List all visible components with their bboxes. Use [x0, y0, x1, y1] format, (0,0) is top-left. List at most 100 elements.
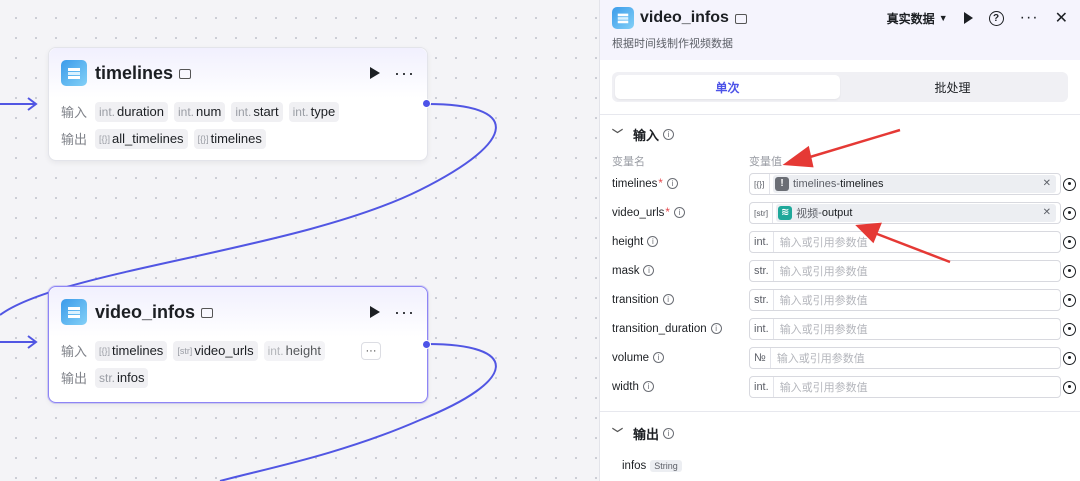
param-input[interactable]: 输入或引用参数值: [779, 381, 868, 394]
info-icon: i: [642, 381, 654, 392]
param-name: video_urls: [612, 206, 665, 219]
plugin-icon: [61, 60, 87, 86]
reference-chip[interactable]: ≋ 视频 - output ✕: [776, 203, 1056, 222]
output-chip: [{}]timelines: [193, 128, 266, 149]
variable-picker-icon[interactable]: [1063, 380, 1076, 394]
real-data-dropdown[interactable]: 真实数据▼: [886, 11, 948, 26]
variable-picker-icon[interactable]: [1063, 322, 1076, 336]
output-name: infos: [622, 460, 647, 472]
param-value-field[interactable]: int. 输入或引用参数值: [749, 317, 1076, 340]
variable-picker-icon[interactable]: [1063, 351, 1076, 365]
input-chip: int.height: [263, 340, 326, 361]
wire-timelines-out: [0, 103, 497, 316]
param-value-field[interactable]: [str] ≋ 视频 - output ✕: [749, 201, 1076, 224]
variable-picker-icon[interactable]: [1063, 293, 1076, 307]
param-input[interactable]: 输入或引用参数值: [779, 265, 868, 278]
variable-picker-icon[interactable]: [1063, 235, 1076, 249]
input-chip: int.num: [174, 101, 226, 122]
info-icon: i: [663, 128, 675, 140]
output-port[interactable]: [422, 340, 431, 349]
param-value-field[interactable]: int. 输入或引用参数值: [749, 230, 1076, 253]
tag-icon: [179, 69, 192, 79]
info-icon: i: [653, 352, 665, 363]
param-value-field[interactable]: int. 输入或引用参数值: [749, 375, 1076, 398]
info-icon: i: [673, 207, 685, 218]
type-badge: [{}]: [750, 173, 770, 194]
more-icon[interactable]: ···: [394, 63, 415, 83]
param-input[interactable]: 输入或引用参数值: [776, 352, 865, 365]
param-value-field[interactable]: [{}] ! timelines - timelines ✕: [749, 172, 1076, 195]
info-icon: i: [666, 178, 678, 189]
connection-wires: [0, 97, 497, 481]
chevron-down-icon: ▼: [938, 13, 948, 23]
output-section-header[interactable]: ﹀ 输出 i: [612, 412, 1068, 454]
input-section: ﹀ 输入 i 变量名 变量值 timelines*i [{}] ! timeli…: [600, 115, 1080, 411]
input-chip: int.start: [231, 101, 283, 122]
variable-picker-icon[interactable]: [1063, 264, 1076, 278]
node-inputs-row: 输入 int.duration int.num int.start int.ty…: [49, 98, 427, 125]
run-icon[interactable]: [963, 12, 973, 24]
tab-batch[interactable]: 批处理: [934, 80, 971, 95]
output-chip: str.infos: [95, 367, 149, 388]
more-icon[interactable]: ···: [1019, 9, 1039, 26]
type-badge: int.: [750, 231, 774, 252]
output-item: infos String: [600, 454, 1080, 481]
param-row-video-urls: video_urls*i [str] ≋ 视频 - output ✕: [612, 198, 1076, 227]
tab-single[interactable]: 单次: [615, 75, 840, 99]
param-name: mask: [612, 264, 640, 277]
help-icon[interactable]: ?: [988, 10, 1004, 26]
tag-icon: [734, 14, 747, 24]
layers-icon: ≋: [778, 205, 793, 220]
panel-title: video_infos: [640, 9, 729, 26]
node-title: timelines: [95, 62, 174, 83]
node-video-infos[interactable]: video_infos ··· 输入 [{}]timelines [str]vi…: [48, 286, 428, 403]
required-mark: *: [665, 206, 670, 219]
run-node-icon[interactable]: [370, 306, 381, 318]
info-icon: i: [663, 427, 675, 439]
node-timelines[interactable]: timelines ··· 输入 int.duration int.num in…: [48, 47, 428, 161]
param-input[interactable]: 输入或引用参数值: [779, 323, 868, 336]
param-value-field[interactable]: str. 输入或引用参数值: [749, 288, 1076, 311]
param-name: width: [612, 380, 639, 393]
plugin-icon: [61, 299, 87, 325]
close-icon[interactable]: ✕: [1054, 10, 1068, 27]
output-section: ﹀ 输出 i: [600, 412, 1080, 454]
info-icon: i: [662, 294, 674, 305]
column-headers: 变量名 变量值: [612, 153, 1068, 169]
param-name: volume: [612, 351, 650, 364]
output-label: 输出: [61, 371, 88, 386]
type-badge: int.: [750, 318, 774, 339]
param-input[interactable]: 输入或引用参数值: [779, 236, 868, 249]
info-icon: i: [710, 323, 722, 334]
tag-icon: [201, 308, 214, 318]
input-section-header[interactable]: ﹀ 输入 i: [612, 115, 1068, 153]
output-type-badge: String: [650, 460, 682, 472]
variable-picker-icon[interactable]: [1063, 206, 1076, 220]
run-node-icon[interactable]: [370, 67, 381, 79]
input-chip: [{}]timelines: [95, 340, 168, 361]
more-icon[interactable]: ···: [394, 302, 415, 322]
param-value-field[interactable]: str. 输入或引用参数值: [749, 259, 1076, 282]
chevron-down-icon: ﹀: [612, 428, 623, 440]
node-header: timelines ···: [49, 48, 427, 98]
output-port[interactable]: [422, 99, 431, 108]
info-icon: i: [643, 265, 655, 276]
clear-icon[interactable]: ✕: [1042, 178, 1051, 189]
clear-icon[interactable]: ✕: [1042, 207, 1051, 218]
chevron-down-icon: ﹀: [612, 129, 623, 141]
input-chip: int.type: [288, 101, 340, 122]
mode-tabs: 单次 批处理: [612, 72, 1068, 102]
workflow-canvas[interactable]: timelines ··· 输入 int.duration int.num in…: [0, 0, 600, 481]
node-detail-panel: video_infos 真实数据▼ ? ··· ✕ 根据时间线制作视频数据 单次…: [599, 0, 1080, 481]
reference-chip[interactable]: ! timelines - timelines ✕: [773, 174, 1056, 193]
wire-arrow-timelines: [27, 97, 38, 111]
param-value-field[interactable]: № 输入或引用参数值: [749, 346, 1076, 369]
param-input[interactable]: 输入或引用参数值: [779, 294, 868, 307]
variable-picker-icon[interactable]: [1063, 177, 1076, 191]
node-outputs-row: 输出 [{}]all_timelines [{}]timelines: [49, 125, 427, 152]
expand-inputs-button[interactable]: ···: [361, 341, 382, 360]
